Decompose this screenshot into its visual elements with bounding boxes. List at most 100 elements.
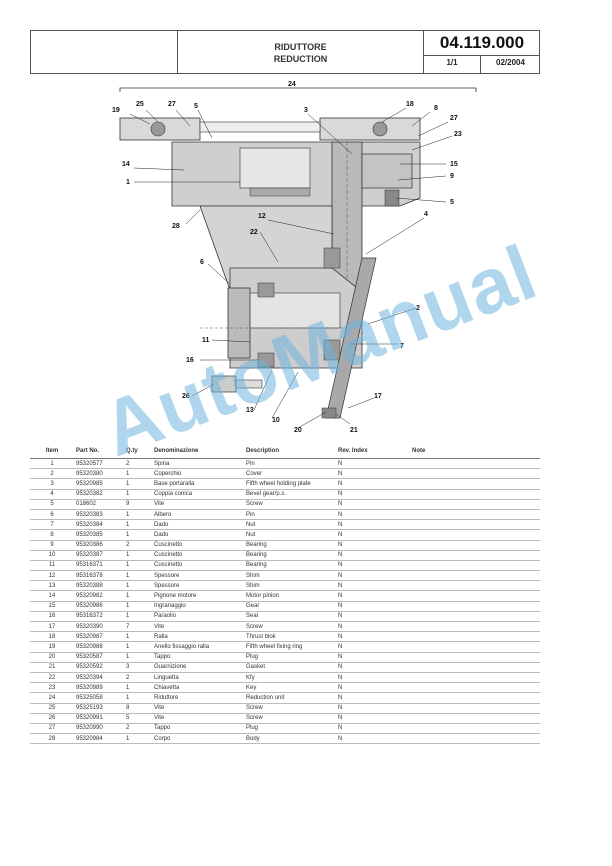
part-no-cell: 95320592: [74, 662, 124, 673]
description-cell: Kfy: [244, 672, 336, 684]
rev-index-cell: N: [336, 458, 410, 470]
qty-cell: 8: [124, 703, 152, 714]
callout-3: 3: [304, 107, 308, 114]
part-no-cell: 018602: [74, 499, 124, 510]
part-no-cell: 95316372: [74, 611, 124, 623]
rev-index-cell: N: [336, 733, 410, 745]
denominazione-cell: Paraolio: [152, 611, 244, 623]
part-no-cell: 95320386: [74, 540, 124, 551]
qty-cell: 2: [124, 723, 152, 735]
qty-cell: 1: [124, 550, 152, 561]
qty-cell: 5: [124, 713, 152, 724]
part-no-cell: 95320385: [74, 529, 124, 541]
callout-5b: 5: [450, 199, 454, 206]
qty-cell: 1: [124, 580, 152, 592]
callout-9: 9: [450, 173, 454, 180]
item-cell: 1: [30, 458, 74, 470]
description-cell: Pin: [244, 509, 336, 521]
rev-index-cell: N: [336, 713, 410, 724]
divider: [480, 55, 481, 73]
col-item: Item: [30, 444, 74, 459]
part-no-cell: 95320384: [74, 519, 124, 531]
part-no-cell: 95320985: [74, 478, 124, 490]
description-cell: Fifth wheel holding plate: [244, 478, 336, 490]
part-no-cell: 95320988: [74, 641, 124, 653]
description-cell: Screw: [244, 499, 336, 510]
qty-cell: 2: [124, 672, 152, 684]
qty-cell: 1: [124, 509, 152, 521]
denominazione-cell: Coppia conica: [152, 489, 244, 500]
item-cell: 2: [30, 468, 74, 480]
qty-cell: 1: [124, 560, 152, 572]
document-title: RIDUTTORE REDUCTION: [178, 41, 423, 65]
note-cell: [410, 692, 540, 704]
description-cell: Bearing: [244, 540, 336, 551]
item-cell: 9: [30, 540, 74, 551]
qty-cell: 1: [124, 529, 152, 541]
part-no-cell: 95320984: [74, 733, 124, 745]
denominazione-cell: Tappo: [152, 652, 244, 663]
note-cell: [410, 540, 540, 551]
item-cell: 20: [30, 652, 74, 663]
item-cell: 28: [30, 733, 74, 745]
denominazione-cell: Dado: [152, 519, 244, 531]
item-cell: 26: [30, 713, 74, 724]
item-cell: 10: [30, 550, 74, 561]
denominazione-cell: Vite: [152, 713, 244, 724]
callout-18: 18: [406, 101, 414, 108]
description-cell: Shim: [244, 580, 336, 592]
description-cell: Screw: [244, 621, 336, 633]
rev-index-cell: N: [336, 631, 410, 643]
rev-index-cell: N: [336, 560, 410, 572]
description-cell: Bevel gear/p.s.: [244, 489, 336, 500]
part-no-cell: 95325193: [74, 703, 124, 714]
qty-cell: 1: [124, 692, 152, 704]
note-cell: [410, 509, 540, 521]
note-cell: [410, 580, 540, 592]
rev-index-cell: N: [336, 723, 410, 735]
note-cell: [410, 621, 540, 633]
note-cell: [410, 682, 540, 694]
note-cell: [410, 550, 540, 561]
description-cell: Screw: [244, 713, 336, 724]
callout-7: 7: [400, 343, 404, 350]
qty-cell: 3: [124, 662, 152, 673]
description-cell: Fifth wheel fixing ring: [244, 641, 336, 653]
description-cell: Plug: [244, 723, 336, 735]
callout-10: 10: [272, 417, 280, 424]
item-cell: 25: [30, 703, 74, 714]
qty-cell: 1: [124, 570, 152, 582]
part-no-cell: 95320382: [74, 489, 124, 500]
part-no-cell: 95320380: [74, 468, 124, 480]
qty-cell: 1: [124, 611, 152, 623]
note-cell: [410, 733, 540, 745]
denominazione-cell: Cuscinetto: [152, 550, 244, 561]
description-cell: Cover: [244, 468, 336, 480]
col-qty: Q.ty: [124, 444, 152, 459]
description-cell: Screw: [244, 703, 336, 714]
description-cell: Seal: [244, 611, 336, 623]
denominazione-cell: Riduttore: [152, 692, 244, 704]
callout-4: 4: [424, 211, 428, 218]
item-cell: 19: [30, 641, 74, 653]
denominazione-cell: Spessore: [152, 570, 244, 582]
description-cell: Key: [244, 682, 336, 694]
rev-index-cell: N: [336, 499, 410, 510]
qty-cell: 1: [124, 631, 152, 643]
title-italian: RIDUTTORE: [274, 42, 327, 52]
part-no-cell: 95320587: [74, 652, 124, 663]
callout-5: 5: [194, 103, 198, 110]
rev-index-cell: N: [336, 519, 410, 531]
col-note: Note: [410, 444, 540, 459]
item-cell: 7: [30, 519, 74, 531]
denominazione-cell: Vite: [152, 621, 244, 633]
item-cell: 27: [30, 723, 74, 735]
